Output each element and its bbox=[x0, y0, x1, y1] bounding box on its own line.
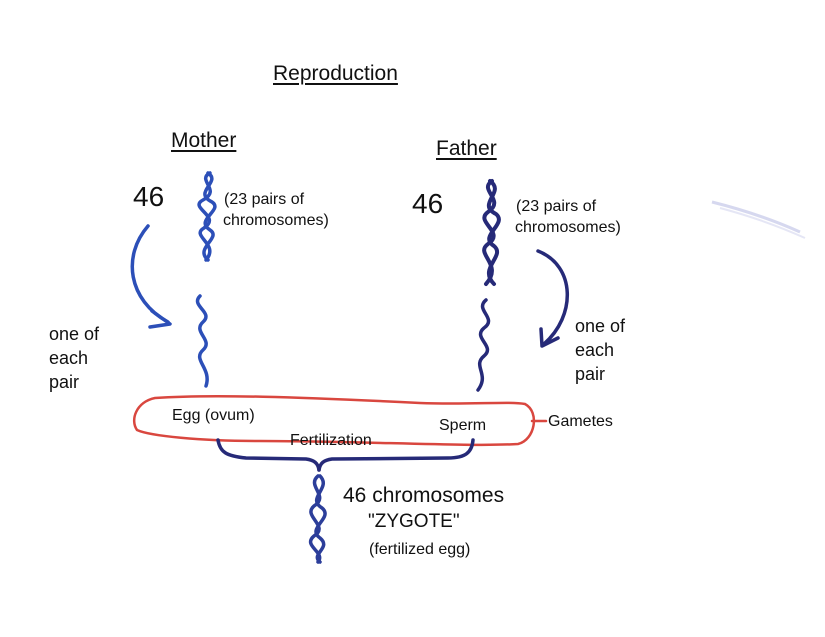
mother-chromosome-46 bbox=[197, 171, 217, 262]
gametes-label: Gametes bbox=[548, 413, 613, 430]
mother-label: Mother bbox=[171, 129, 237, 152]
father-label: Father bbox=[436, 137, 497, 160]
mother-chromosome-count: 46 bbox=[133, 181, 165, 212]
zygote-count-label: 46 chromosomes bbox=[343, 484, 505, 507]
gametes-outline bbox=[132, 394, 548, 447]
stray-mark bbox=[711, 200, 801, 234]
father-note-line2: chromosomes) bbox=[515, 219, 621, 236]
diagram-title: Reproduction bbox=[273, 62, 398, 85]
father-side-label: one of each pair bbox=[575, 316, 626, 384]
sperm-label: Sperm bbox=[439, 417, 487, 434]
mother-arrow bbox=[130, 224, 172, 329]
zygote-name-label: "ZYGOTE" bbox=[368, 511, 460, 532]
zygote-chromosome bbox=[308, 474, 327, 564]
father-arrow bbox=[536, 249, 569, 348]
father-single-chromosome bbox=[476, 298, 491, 392]
father-chromosome-count: 46 bbox=[412, 188, 444, 219]
mother-side-label: one of each pair bbox=[49, 324, 100, 392]
egg-label: Egg (ovum) bbox=[172, 407, 255, 424]
mother-note-line1: (23 pairs of bbox=[224, 191, 305, 208]
mother-note-line2: chromosomes) bbox=[223, 212, 329, 229]
stray-mark bbox=[719, 207, 806, 239]
zygote-description: (fertilized egg) bbox=[369, 541, 471, 558]
fertilization-label: Fertilization bbox=[290, 432, 372, 449]
father-chromosome-46 bbox=[482, 179, 501, 286]
fertilization-brace bbox=[216, 438, 475, 472]
father-note-line1: (23 pairs of bbox=[516, 198, 597, 215]
mother-single-chromosome bbox=[195, 294, 209, 388]
